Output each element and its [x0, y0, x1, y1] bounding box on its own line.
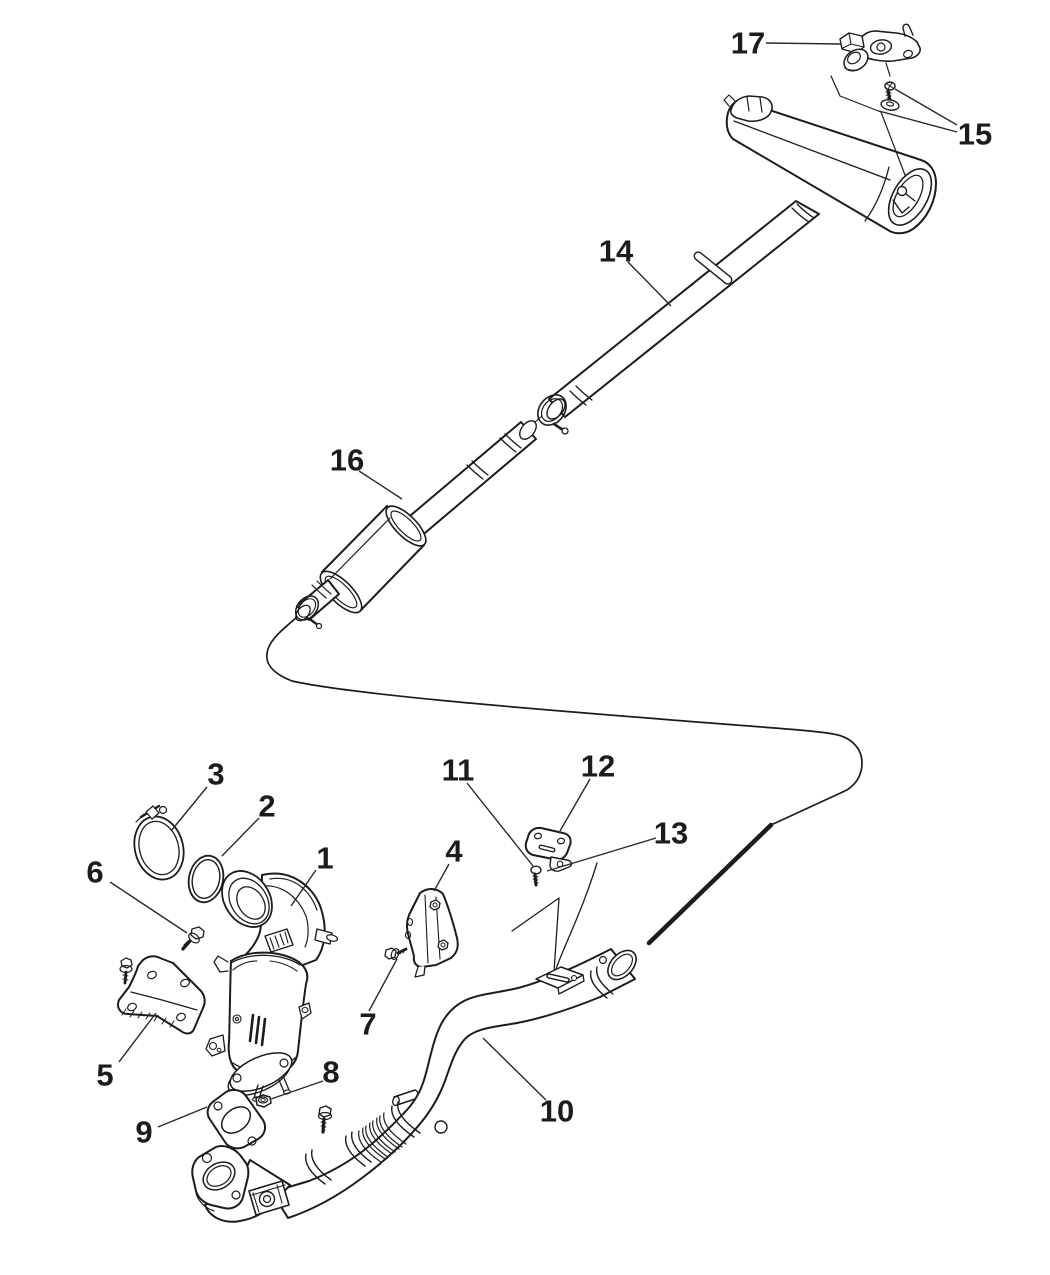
- callout-4-heat-shield: 4: [445, 834, 463, 869]
- front-pipe-flange: [191, 1145, 250, 1212]
- leader-line-2: [221, 817, 260, 857]
- leader-line-10: [482, 1037, 547, 1101]
- gasket: [206, 1088, 267, 1150]
- support-bracket: [117, 955, 206, 1035]
- leader-line-15: [878, 110, 958, 133]
- pipe-bracket-tab: [535, 966, 585, 995]
- leader-line-8: [270, 1080, 324, 1100]
- callout-10-front-exhaust-pipe: 10: [540, 1094, 574, 1129]
- muffler-front-bracket: [723, 94, 773, 123]
- callout-12-hanger-bracket: 12: [581, 749, 615, 784]
- leader-line-3: [170, 786, 208, 832]
- callout-6-bolt: 6: [86, 855, 103, 890]
- pipe-clamp: [537, 394, 569, 435]
- leader-line-1: [290, 869, 317, 907]
- callout-3-band-clamp: 3: [207, 757, 224, 792]
- band-clamp: [133, 804, 185, 881]
- callout-7-bolt: 7: [359, 1007, 376, 1042]
- bolt-7: [384, 947, 408, 960]
- leader-line-13: [546, 837, 657, 872]
- callout-1-catalytic-converter: 1: [316, 841, 333, 876]
- seal-ring: [187, 854, 225, 904]
- leader-line-16: [358, 470, 403, 500]
- underbody-routing-line: [265, 616, 863, 946]
- hanger-isolator: [843, 48, 869, 72]
- screw-11: [530, 865, 542, 887]
- heat-shield: [404, 888, 459, 978]
- callout-13-isolator: 13: [654, 816, 688, 851]
- callout-16-resonator-pipe: 16: [330, 443, 364, 478]
- bolt-6: [181, 926, 205, 951]
- pipe-slot: [693, 251, 733, 285]
- leader-line-15: [894, 88, 958, 126]
- leader-line-11: [466, 782, 534, 867]
- flange-bolt: [317, 1105, 333, 1134]
- muffler-hanger-bracket: [830, 23, 921, 176]
- hanger-screw: [880, 81, 900, 111]
- flex-bellows: [358, 1112, 407, 1163]
- oxygen-sensor-boss: [314, 928, 338, 945]
- callout-15-screw: 15: [958, 117, 992, 152]
- leader-line-12: [559, 778, 591, 832]
- callout-17-muffler-hanger-bracket: 17: [731, 26, 765, 61]
- leader-line-17: [765, 42, 842, 45]
- leader-line-6: [109, 881, 188, 934]
- muffler-hanger-pin: [892, 185, 916, 214]
- callout-11-screw: 11: [442, 753, 475, 788]
- muffler: [723, 94, 937, 235]
- leader-line-7: [368, 958, 398, 1012]
- extension-pipe: [526, 200, 820, 435]
- front-exhaust-pipe: [191, 948, 637, 1223]
- resonator-clamp: [294, 595, 323, 630]
- leader-line-9: [157, 1106, 208, 1128]
- callout-5-support-bracket: 5: [96, 1058, 113, 1093]
- callout-14-extension-pipe: 14: [599, 234, 634, 269]
- callout-2-seal-ring: 2: [258, 789, 275, 824]
- pipe-hanger-pin: [434, 1120, 448, 1134]
- stamped-marks: [232, 1013, 267, 1047]
- elbow-shield-box: [248, 1180, 290, 1216]
- callout-8-nut: 8: [322, 1055, 339, 1090]
- catalytic-converter: [205, 870, 338, 1102]
- resonator-pipe: [294, 420, 537, 630]
- leader-line-5: [118, 1012, 157, 1063]
- leader-line-14: [627, 261, 672, 307]
- hanger-bracket-12: [511, 826, 598, 973]
- nut: [255, 1094, 272, 1108]
- callout-9-gasket: 9: [135, 1115, 152, 1150]
- leader-line-4: [433, 863, 450, 892]
